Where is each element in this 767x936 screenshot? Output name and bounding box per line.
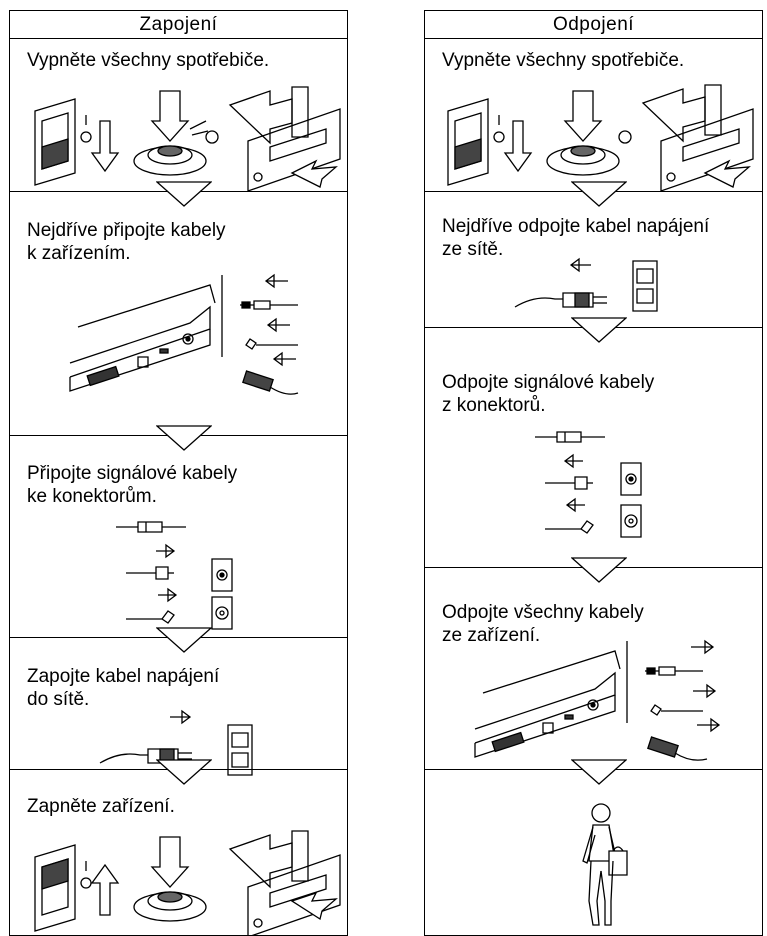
connect-panel: Zapojení Vypněte všechny spotřebiče. N (9, 10, 348, 936)
step-arrow-icon (571, 759, 627, 785)
signal-cables-icon (535, 421, 685, 541)
step-arrow-icon (156, 627, 212, 653)
disconnect-panel: Odpojení Vypněte všechny spotřebiče. Nej… (424, 10, 763, 936)
signal-cables-icon (116, 511, 266, 631)
laptop-cables-icon (70, 267, 340, 407)
step-arrow-icon (571, 181, 627, 207)
connect-step-4-text: Zapojte kabel napájení do sítě. (27, 666, 220, 710)
power-unplug-icon (515, 251, 675, 323)
disconnect-title: Odpojení (425, 11, 762, 39)
disconnect-step-4-text: Odpojte všechny kabely ze zařízení. (442, 602, 644, 646)
step-arrow-icon (156, 759, 212, 785)
disconnect-step-3-text: Odpojte signálové kabely z konektorů. (442, 372, 655, 416)
step-arrow-icon (156, 181, 212, 207)
step-arrow-icon (571, 317, 627, 343)
person-with-bag-icon (575, 801, 635, 931)
disconnect-step-1-text: Vypněte všechny spotřebiče. (442, 50, 685, 71)
connect-step-3-text: Připojte signálové kabely ke konektorům. (27, 463, 238, 507)
step-arrow-icon (571, 557, 627, 583)
step-arrow-icon (156, 425, 212, 451)
connect-step-5-text: Zapněte zařízení. (27, 796, 175, 817)
connect-title: Zapojení (10, 11, 347, 39)
disconnect-step-2-text: Nejdříve odpojte kabel napájení ze sítě. (442, 216, 710, 260)
connect-step-1-text: Vypněte všechny spotřebiče. (27, 50, 270, 71)
laptop-cables-icon (475, 633, 755, 773)
switches-off-icon (30, 81, 340, 191)
switches-on-icon (30, 823, 340, 933)
switches-off-icon (443, 77, 753, 187)
connect-step-2-text: Nejdříve připojte kabely k zařízením. (27, 220, 226, 264)
